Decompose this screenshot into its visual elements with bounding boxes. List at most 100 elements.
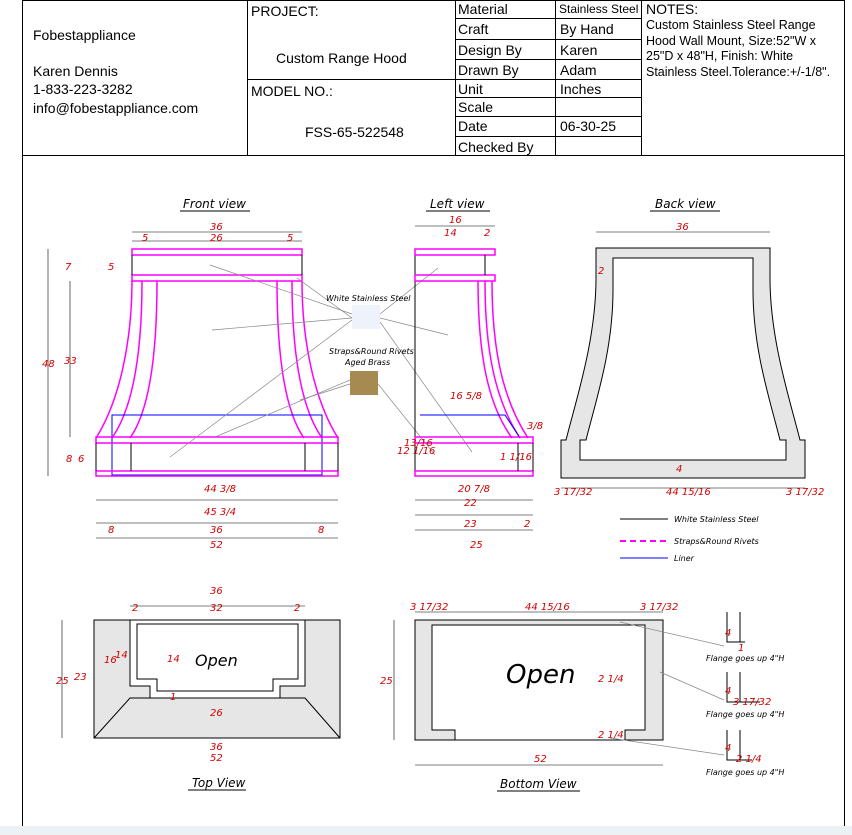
dim-label: 45 3/4: [204, 507, 236, 518]
front-view-title: Front view: [183, 197, 246, 211]
notes-label: NOTES:: [646, 1, 699, 17]
spec-label: Drawn By: [458, 62, 519, 78]
dim-label: 4: [676, 464, 682, 475]
dim-label: 7: [65, 262, 72, 273]
second-strap: [131, 274, 303, 282]
dim-label: 4: [725, 743, 731, 754]
company-name: Fobestappliance: [33, 27, 136, 43]
dim-label: 2: [598, 266, 604, 277]
bottom-view: Bottom View 3 17/32 44 15/16 3 17/32 25 …: [380, 602, 725, 792]
model-number: FSS-65-522548: [305, 124, 404, 140]
dim-label: 36: [676, 222, 689, 233]
spec-value: Karen: [560, 42, 598, 58]
row-line-7: [455, 136, 641, 137]
spec-value: 06-30-25: [560, 118, 617, 134]
dim-label: 8: [318, 525, 324, 536]
title-block-top-border: [22, 0, 844, 1]
sheet-right-border: [844, 0, 845, 826]
dim-label: 5: [287, 233, 293, 244]
dim-label: 2 1/4: [736, 754, 762, 765]
dim-label: 1: [738, 643, 744, 654]
straps-callout: Straps&Round Rivets: [329, 347, 414, 356]
project-divider: [247, 79, 455, 80]
sheet-left-border: [22, 0, 23, 826]
spec-label: Unit: [458, 81, 483, 97]
dim-label: 26: [210, 708, 223, 719]
spec-value: Inches: [560, 81, 602, 97]
dim-label: 3 17/32: [640, 602, 678, 613]
divider-3: [555, 0, 556, 156]
spec-label: Scale: [458, 99, 494, 115]
dim-label: 44 15/16: [525, 602, 570, 613]
dim-label: 2: [524, 519, 530, 530]
dim-label: 2 1/4: [598, 674, 624, 685]
dim-label: 3 17/32: [786, 487, 824, 498]
dim-label: 8: [66, 454, 72, 465]
dim-label: 3 17/32: [410, 602, 448, 613]
dim-label: 25: [380, 676, 393, 687]
dim-label: 2: [294, 603, 300, 614]
contact-email: info@fobestappliance.com: [33, 100, 199, 116]
legend-label: Liner: [674, 554, 695, 563]
dim-label: 6: [78, 454, 84, 465]
dim-label: 48: [42, 359, 55, 370]
open-label: Open: [195, 651, 238, 670]
divider-4: [641, 0, 642, 156]
dim-label: 2: [484, 228, 490, 239]
dim-label: 3 17/32: [554, 487, 592, 498]
dim-label: 5: [108, 262, 114, 273]
callouts: [169, 264, 473, 458]
flange-note: Flange goes up 4"H: [706, 768, 784, 777]
left-view-title: Left view: [430, 197, 485, 211]
dim-label: 16 5/8: [450, 391, 482, 402]
dim-label: 36: [210, 742, 223, 753]
contact-phone: 1-833-223-3282: [33, 81, 133, 97]
dim-label: 3 17/32: [733, 697, 771, 708]
back-view-title: Back view: [655, 197, 716, 211]
project-label: PROJECT:: [251, 3, 319, 19]
finish-callout: White Stainless Steel: [326, 294, 411, 303]
dim-label: 32: [210, 603, 223, 614]
finish-swatch: [352, 305, 380, 329]
dim-label: 2 1/4: [598, 730, 624, 741]
project-name: Custom Range Hood: [276, 50, 407, 66]
brass-swatch: [350, 371, 378, 395]
dim-label: 1 1/16: [500, 452, 532, 463]
top-strap: [131, 248, 303, 256]
dim-label: 8: [108, 525, 114, 536]
dim-label: 33: [64, 356, 77, 367]
spec-label: Checked By: [458, 139, 534, 155]
front-view: Front view: [42, 197, 339, 551]
row-line-6: [455, 116, 641, 117]
dim-label: 14: [444, 228, 457, 239]
top-view: Top View 36 2 32 2 16 14 25 23 14 1 26 3…: [56, 586, 341, 791]
open-label: Open: [506, 660, 575, 690]
spec-label: Date: [458, 118, 488, 134]
model-label: MODEL NO.:: [251, 83, 333, 99]
row-line-1: [455, 18, 641, 19]
spec-label: Material: [458, 1, 508, 17]
row-line-4: [455, 79, 641, 80]
dim-label: 20 7/8: [458, 484, 490, 495]
dim-label: 44 3/8: [204, 484, 236, 495]
brass-callout: Aged Brass: [344, 358, 390, 367]
legend-label: White Stainless Steel: [674, 515, 759, 524]
back-view: Back view 36 2 4 3 17/32 44 15/16 3 17/3…: [554, 197, 824, 498]
legend-label: Straps&Round Rivets: [674, 537, 759, 546]
row-line-5: [455, 97, 641, 98]
dim-label: 52: [210, 753, 223, 764]
left-view: Left view 16 14 2 16 5/8 3/8 13/16 12 1: [397, 197, 543, 551]
dim-label: 23: [74, 672, 87, 683]
dim-label: 23: [464, 519, 477, 530]
dim-label: 36: [210, 222, 223, 233]
dim-label: 25: [470, 540, 483, 551]
dim-label: 3/8: [527, 421, 543, 432]
contact-name: Karen Dennis: [33, 63, 118, 79]
dim-label: 25: [56, 676, 69, 687]
window-bottom-bar: [0, 826, 852, 835]
dim-label: 52: [534, 754, 547, 765]
title-block-bottom-border: [22, 155, 844, 156]
dim-label: 52: [210, 540, 223, 551]
liner: [111, 414, 323, 476]
